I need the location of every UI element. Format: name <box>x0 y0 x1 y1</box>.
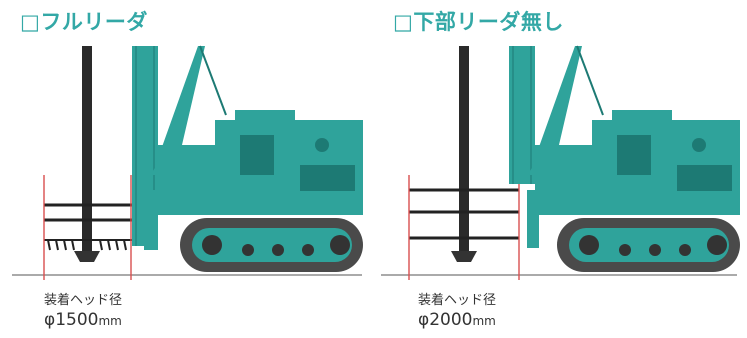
panel-full-leader: □フルリーダ <box>0 0 370 338</box>
boom <box>529 46 582 175</box>
head-diameter-caption: 装着ヘッド径 <box>418 293 497 308</box>
drilling-rig-illustration <box>12 45 363 280</box>
head-diameter-caption: 装着ヘッド径 <box>44 293 123 308</box>
drill-rod <box>82 46 92 251</box>
boom <box>152 46 205 175</box>
drilling-rig-illustration <box>381 45 740 280</box>
head-diameter-value: φ2000mm <box>418 310 496 330</box>
panel-title: □下部リーダ無し <box>393 10 564 34</box>
auger-head <box>74 251 100 262</box>
panel-title: □フルリーダ <box>20 10 148 34</box>
auger-head <box>451 251 477 262</box>
panel-no-lower-leader: □下部リーダ無し 装着ヘッド径 <box>377 0 747 338</box>
head-diameter-value: φ1500mm <box>44 310 122 330</box>
drill-rod <box>459 46 469 251</box>
